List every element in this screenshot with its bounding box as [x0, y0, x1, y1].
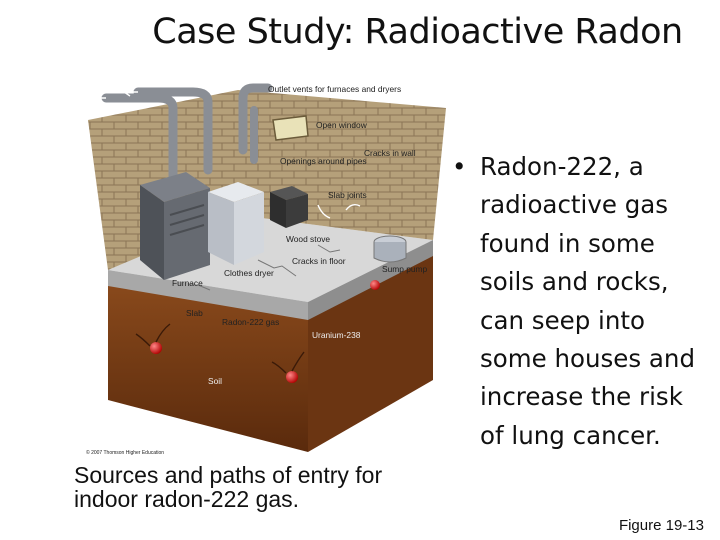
label-sump-pump: Sump pump	[382, 264, 427, 274]
label-slab-joints: Slab joints	[328, 190, 367, 200]
label-openings: Openings around pipes	[280, 156, 367, 166]
label-outlet: Outlet vents for furnaces and dryers	[268, 84, 401, 94]
slide-title: Case Study: Radioactive Radon	[152, 12, 683, 52]
window	[272, 115, 309, 141]
bullet-text: Radon-222, a radioactive gas found in so…	[480, 152, 696, 450]
label-copyright: © 2007 Thomson Higher Education	[86, 449, 164, 456]
label-soil: Soil	[208, 376, 222, 386]
clothes-dryer	[208, 182, 264, 265]
figure-caption: Sources and paths of entry for indoor ra…	[74, 462, 383, 512]
vent-pipes	[101, 83, 273, 193]
radon-particles	[135, 280, 380, 383]
bullet-point: • Radon-222, a radioactive gas found in …	[452, 148, 714, 455]
radon-house-illustration: Outlet vents for furnaces and dryers Ope…	[86, 83, 446, 456]
label-open-window: Open window	[316, 120, 368, 130]
label-wood-stove: Wood stove	[286, 234, 330, 244]
label-cracks-floor: Cracks in floor	[292, 256, 346, 266]
label-radon-gas: Radon-222 gas	[222, 317, 279, 327]
airflow-arrows	[92, 87, 361, 219]
label-furnace: Furnace	[172, 278, 203, 288]
label-slab: Slab	[186, 308, 203, 318]
figure-reference: Figure 19-13	[618, 517, 704, 534]
floor-cracks	[197, 244, 341, 291]
furnace	[140, 172, 210, 280]
wood-stove	[270, 186, 308, 228]
bullet-dot: •	[452, 152, 467, 181]
label-uranium: Uranium-238	[312, 330, 361, 340]
label-clothes-dryer: Clothes dryer	[224, 268, 274, 278]
label-cracks-wall: Cracks in wall	[364, 148, 416, 158]
sump-pump	[373, 235, 407, 263]
